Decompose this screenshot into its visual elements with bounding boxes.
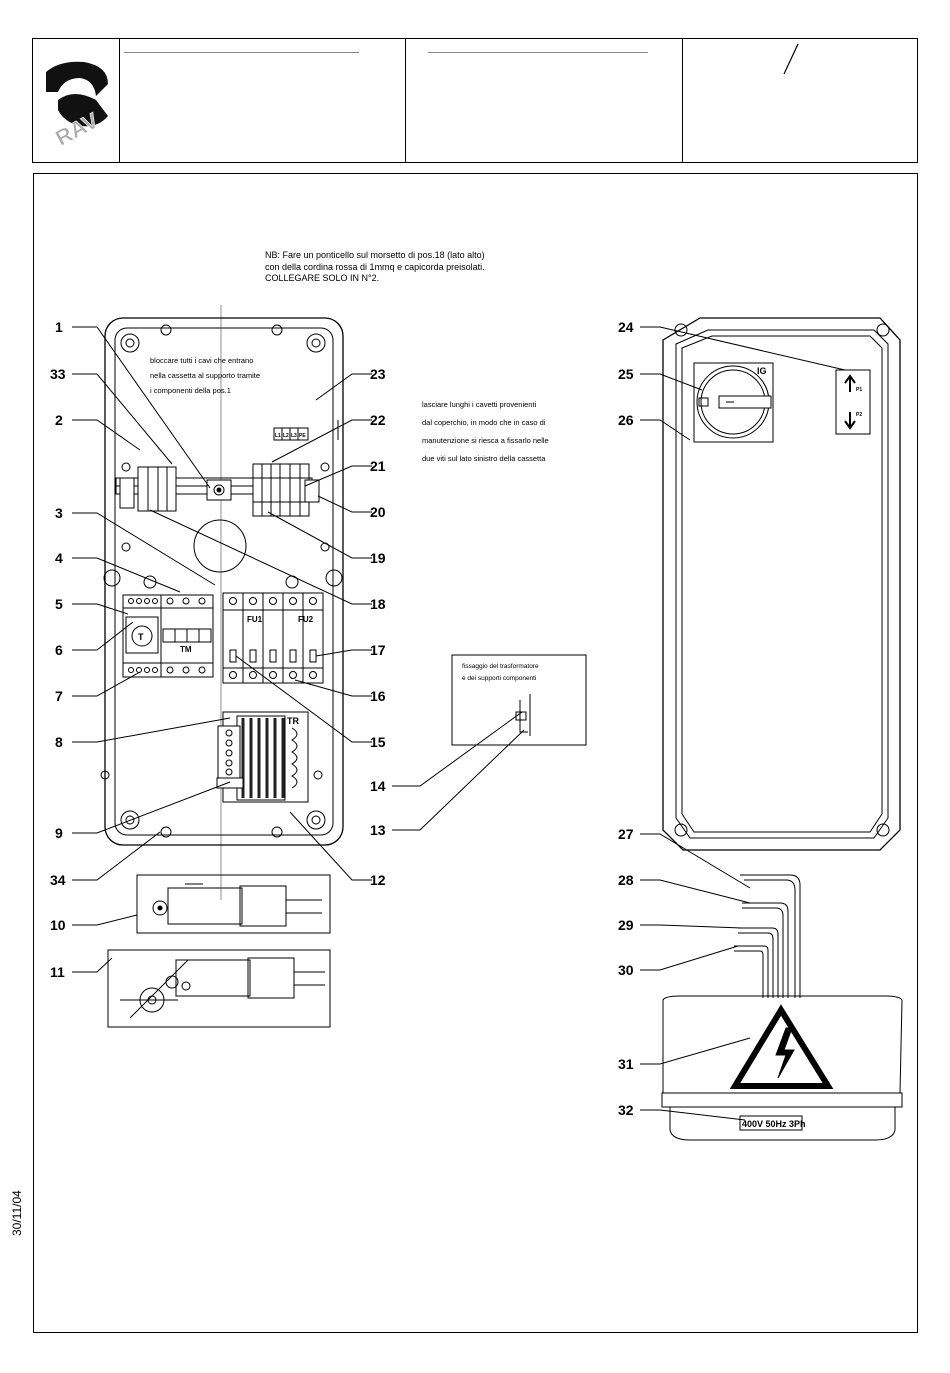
- callout-13: 13: [370, 822, 386, 838]
- leave-line-2: dal coperchio, in modo che in caso di: [422, 418, 546, 427]
- title-block: [32, 38, 918, 163]
- title-cell-4: [682, 38, 917, 162]
- callout-17: 17: [370, 642, 386, 658]
- block-line-3: i componenti della pos.1: [150, 386, 231, 395]
- callout-34: 34: [50, 872, 66, 888]
- label-terminal-l3: L3: [291, 433, 297, 439]
- callout-27: 27: [618, 826, 634, 842]
- label-fu2: FU2: [298, 615, 314, 624]
- callout-31: 31: [618, 1056, 634, 1072]
- label-fu1: FU1: [247, 615, 263, 624]
- title-cell-2: [119, 38, 405, 162]
- title-cell-3: [405, 38, 682, 162]
- revision-slash: [783, 43, 799, 75]
- cover-enclosure: [662, 317, 901, 851]
- callout-3: 3: [55, 505, 63, 521]
- label-ig: IG: [757, 366, 767, 376]
- callout-25: 25: [618, 366, 634, 382]
- label-tm: TM: [180, 645, 192, 654]
- nb-note: NB: Fare un ponticello sul morsetto di p…: [265, 250, 485, 285]
- label-tr: TR: [287, 716, 299, 726]
- callout-12: 12: [370, 872, 386, 888]
- gland-detail-11: [107, 949, 331, 1028]
- callout-5: 5: [55, 596, 63, 612]
- fix-line-1: fissaggio del trasformatore: [462, 663, 539, 670]
- label-terminal-l1: L1: [275, 433, 281, 439]
- callout-9: 9: [55, 825, 63, 841]
- callout-29: 29: [618, 917, 634, 933]
- drawing-frame: [33, 173, 918, 1333]
- callout-7: 7: [55, 688, 63, 704]
- fixing-detail: [451, 654, 587, 746]
- leave-line-3: manutenzione si riesca a fissarlo nelle: [422, 436, 549, 445]
- fix-line-2: e dei supporti componenti: [462, 675, 537, 682]
- title-line-1: [124, 52, 359, 53]
- cables: [734, 874, 801, 998]
- callout-28: 28: [618, 872, 634, 888]
- callout-4: 4: [55, 550, 63, 566]
- block-cables-note: bloccare tutti i cavi che entrano nella …: [150, 353, 260, 398]
- voltage-plate: 400V 50Hz 3Ph: [742, 1119, 806, 1129]
- callout-15: 15: [370, 734, 386, 750]
- nb-line-3: COLLEGARE SOLO IN N°2.: [265, 273, 380, 283]
- nb-line-2: con della cordina rossa di 1mmq e capico…: [265, 261, 485, 272]
- block-line-1: bloccare tutti i cavi che entrano: [150, 356, 254, 365]
- label-p1: P1: [856, 387, 862, 393]
- callout-19: 19: [370, 550, 386, 566]
- callout-21: 21: [370, 458, 386, 474]
- callout-18: 18: [370, 596, 386, 612]
- leader-lines: [72, 326, 846, 1121]
- callout-1: 1: [55, 319, 63, 335]
- callout-14: 14: [370, 778, 386, 794]
- leave-line-4: due viti sul lato sinistro della cassett…: [422, 454, 546, 463]
- nb-line-1: NB: Fare un ponticello sul morsetto di p…: [265, 250, 485, 260]
- callout-23: 23: [370, 366, 386, 382]
- callout-20: 20: [370, 504, 386, 520]
- callout-16: 16: [370, 688, 386, 704]
- callout-26: 26: [618, 412, 634, 428]
- callout-10: 10: [50, 917, 66, 933]
- callout-32: 32: [618, 1102, 634, 1118]
- main-enclosure: [100, 317, 344, 846]
- fixing-note: fissaggio del trasformatore e dei suppor…: [462, 661, 539, 685]
- callout-22: 22: [370, 412, 386, 428]
- label-p2: P2: [856, 412, 862, 418]
- leave-cables-note: lasciare lunghi i cavetti provenienti da…: [422, 396, 549, 468]
- callout-30: 30: [618, 962, 634, 978]
- label-terminal-pe: PE: [299, 433, 306, 439]
- drawing-date: 30/11/04: [10, 1190, 24, 1236]
- block-line-2: nella cassetta al supporto tramite: [150, 371, 261, 380]
- supply-box: [661, 995, 903, 1141]
- callout-33: 33: [50, 366, 66, 382]
- callout-24: 24: [618, 319, 634, 335]
- callout-6: 6: [55, 642, 63, 658]
- callout-11: 11: [50, 964, 65, 980]
- callout-2: 2: [55, 412, 63, 428]
- title-line-2: [428, 52, 648, 53]
- rav-logo: RAV: [46, 61, 108, 151]
- label-t: T: [138, 632, 144, 642]
- gland-detail-10: [136, 874, 331, 934]
- label-terminal-l2: L2: [283, 433, 289, 439]
- callout-8: 8: [55, 734, 63, 750]
- leave-line-1: lasciare lunghi i cavetti provenienti: [422, 400, 537, 409]
